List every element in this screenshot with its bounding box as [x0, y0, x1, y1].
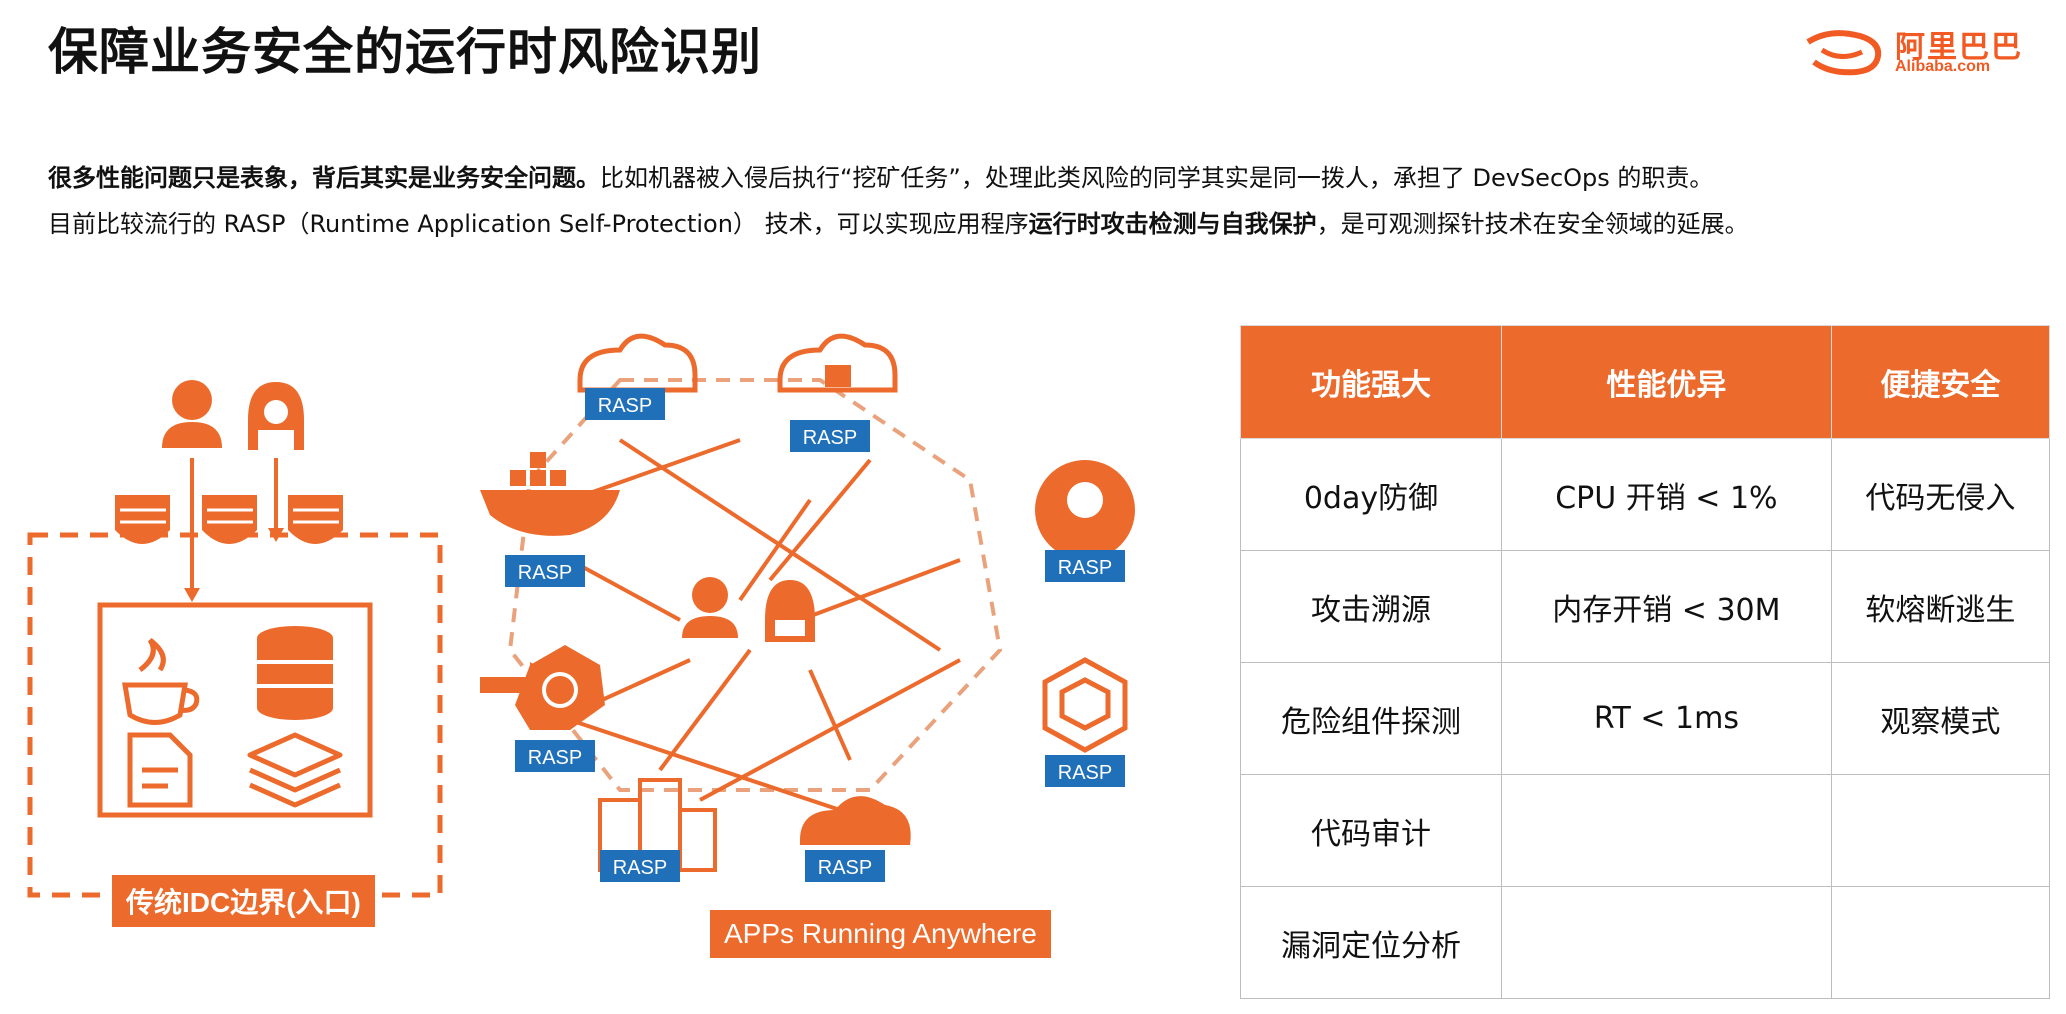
- feature-table: 功能强大 性能优异 便捷安全 0day防御 CPU 开销 < 1% 代码无侵入 …: [1240, 325, 2051, 999]
- table-row: 攻击溯源 内存开销 < 30M 软熔断逃生: [1240, 550, 2051, 663]
- layers-icon: [247, 732, 343, 808]
- java-icon: [122, 638, 200, 725]
- rasp-badge: RASP: [1058, 557, 1112, 579]
- document-icon: [127, 732, 193, 808]
- intro-line-2-a: 目前比较流行的 RASP（Runtime Application Self-Pr…: [48, 210, 1029, 238]
- package-icon: [1042, 657, 1128, 753]
- idc-diagram: [27, 380, 443, 898]
- hacker-icon: [248, 382, 304, 450]
- table-cell: [1830, 774, 2051, 887]
- kubernetes-icon: [515, 645, 605, 730]
- rasp-badge: RASP: [818, 857, 872, 879]
- intro-line-1-bold: 很多性能问题只是表象，背后其实是业务安全问题。: [48, 164, 600, 192]
- database-icon: [257, 626, 333, 720]
- page-title: 保障业务安全的运行时风险识别: [48, 23, 762, 81]
- cloud-network-icon: [800, 796, 911, 845]
- intro-line-2-b: ，是可观测探针技术在安全领域的延展。: [1316, 210, 1749, 238]
- table-row: 危险组件探测 RT < 1ms 观察模式: [1240, 662, 2051, 775]
- alibaba-logo: 阿里巴巴 Alibaba.com: [1800, 22, 2030, 78]
- table-header-row: 功能强大 性能优异 便捷安全: [1240, 325, 2051, 439]
- table-cell: 观察模式: [1830, 662, 2051, 775]
- firewall-icon: [115, 495, 343, 544]
- traditional-idc-figure: 传统IDC边界(入口): [20, 370, 450, 930]
- user-icon: [162, 380, 222, 448]
- rasp-badge: RASP: [1058, 762, 1112, 784]
- alibaba-smile-icon: [1806, 30, 1882, 76]
- apps-anywhere-label: APPs Running Anywhere: [710, 910, 1051, 958]
- docker-icon: [480, 452, 620, 536]
- table-cell: 软熔断逃生: [1830, 550, 2051, 663]
- table-cell: RT < 1ms: [1500, 662, 1832, 775]
- cloud-connect-icon: [1035, 460, 1135, 560]
- table-cell: 0day防御: [1240, 438, 1502, 551]
- center-user-icon: [682, 577, 738, 638]
- apps-anywhere-figure: RASP RASP RASP RASP RASP RASP RASP RASP …: [470, 320, 1190, 970]
- intro-line-1: 很多性能问题只是表象，背后其实是业务安全问题。比如机器被入侵后执行“挖矿任务”，…: [48, 155, 1749, 201]
- table-cell: CPU 开销 < 1%: [1500, 438, 1832, 551]
- center-hacker-icon: [765, 580, 815, 642]
- rasp-badge: RASP: [613, 857, 667, 879]
- logo-text-en: Alibaba.com: [1895, 58, 1991, 75]
- table-cell: 代码无侵入: [1830, 438, 2051, 551]
- table-cell: 漏洞定位分析: [1240, 886, 1502, 999]
- rasp-network-diagram: RASP RASP RASP RASP RASP RASP RASP RASP: [480, 333, 1135, 882]
- intro-text: 很多性能问题只是表象，背后其实是业务安全问题。比如机器被入侵后执行“挖矿任务”，…: [48, 155, 1749, 247]
- logo-text-cn: 阿里巴巴: [1895, 30, 2023, 65]
- table-cell: [1830, 886, 2051, 999]
- table-row: 漏洞定位分析: [1240, 886, 2051, 999]
- header-performance: 性能优异: [1500, 325, 1832, 439]
- cloud-icon: [577, 333, 698, 393]
- cloud-lock-icon: [777, 333, 898, 393]
- table-cell: 危险组件探测: [1240, 662, 1502, 775]
- rasp-badge: RASP: [598, 395, 652, 417]
- table-cell: [1500, 774, 1832, 887]
- header-secure: 便捷安全: [1830, 325, 2051, 439]
- table-cell: 代码审计: [1240, 774, 1502, 887]
- table-cell: [1500, 886, 1832, 999]
- rasp-badge: RASP: [803, 427, 857, 449]
- rasp-badge: RASP: [518, 562, 572, 584]
- table-row: 代码审计: [1240, 774, 2051, 887]
- idc-boundary-label: 传统IDC边界(入口): [112, 875, 375, 927]
- intro-line-1-rest: 比如机器被入侵后执行“挖矿任务”，处理此类风险的同学其实是同一拨人，承担了 De…: [600, 164, 1714, 192]
- table-row: 0day防御 CPU 开销 < 1% 代码无侵入: [1240, 438, 2051, 551]
- intro-line-2-bold: 运行时攻击检测与自我保护: [1028, 210, 1317, 238]
- header-powerful: 功能强大: [1240, 325, 1502, 439]
- intro-line-2: 目前比较流行的 RASP（Runtime Application Self-Pr…: [48, 201, 1749, 247]
- table-cell: 内存开销 < 30M: [1500, 550, 1832, 663]
- table-cell: 攻击溯源: [1240, 550, 1502, 663]
- rasp-badge: RASP: [528, 747, 582, 769]
